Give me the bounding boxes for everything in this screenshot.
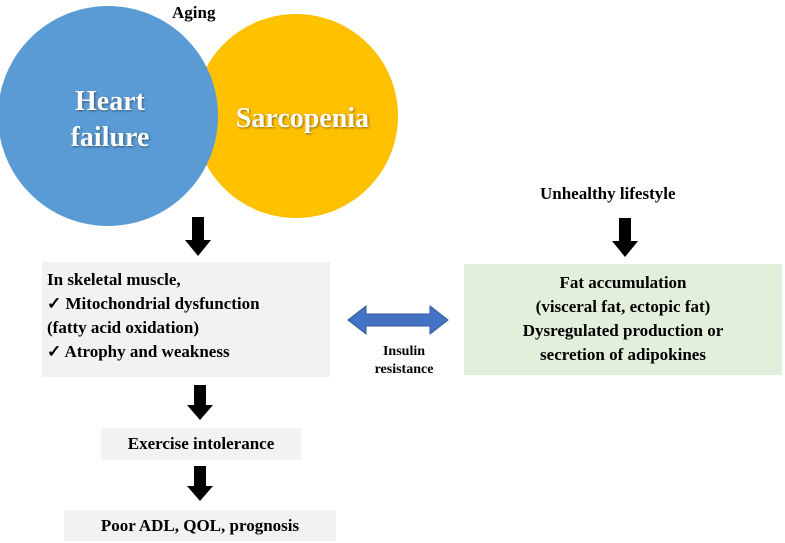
down-arrow-icon [612, 218, 638, 257]
fat-accumulation-box: Fat accumulation (visceral fat, ectopic … [464, 264, 782, 375]
exercise-intolerance-box: Exercise intolerance [101, 428, 301, 460]
down-arrow-icon [187, 466, 213, 501]
double-arrow-icon [347, 304, 449, 336]
unhealthy-lifestyle-label: Unhealthy lifestyle [540, 184, 676, 203]
muscle-line-2: ✓ Mitochondrial dysfunction [47, 294, 260, 313]
skeletal-muscle-box: In skeletal muscle, ✓ Mitochondrial dysf… [42, 262, 330, 377]
heart-failure-line1: Heart [75, 86, 145, 117]
muscle-line-3: (fatty acid oxidation) [47, 318, 200, 337]
sarcopenia-label: Sarcopenia [235, 103, 370, 134]
heart-failure-line2: failure [70, 122, 150, 153]
muscle-line-4: ✓ Atrophy and weakness [47, 342, 230, 361]
down-arrow-icon [187, 385, 213, 420]
insulin-line-2: resistance [374, 362, 434, 377]
down-arrow-icon [185, 217, 211, 256]
insulin-line-1: Insulin [382, 344, 426, 359]
aging-label: Aging [172, 3, 216, 22]
fat-line-3: Dysregulated production or [522, 321, 724, 340]
sarcopenia-circle [194, 14, 398, 218]
insulin-resistance-label: Insulin resistance [356, 343, 452, 379]
heart-failure-circle [0, 6, 218, 226]
fat-line-1: Fat accumulation [559, 273, 687, 292]
muscle-line-1: In skeletal muscle, [47, 270, 181, 289]
heart-failure-label: Heart failure [30, 84, 190, 156]
fat-line-2: (visceral fat, ectopic fat) [535, 297, 711, 316]
fat-line-4: secretion of adipokines [540, 345, 706, 364]
poor-outcomes-box: Poor ADL, QOL, prognosis [64, 510, 336, 541]
